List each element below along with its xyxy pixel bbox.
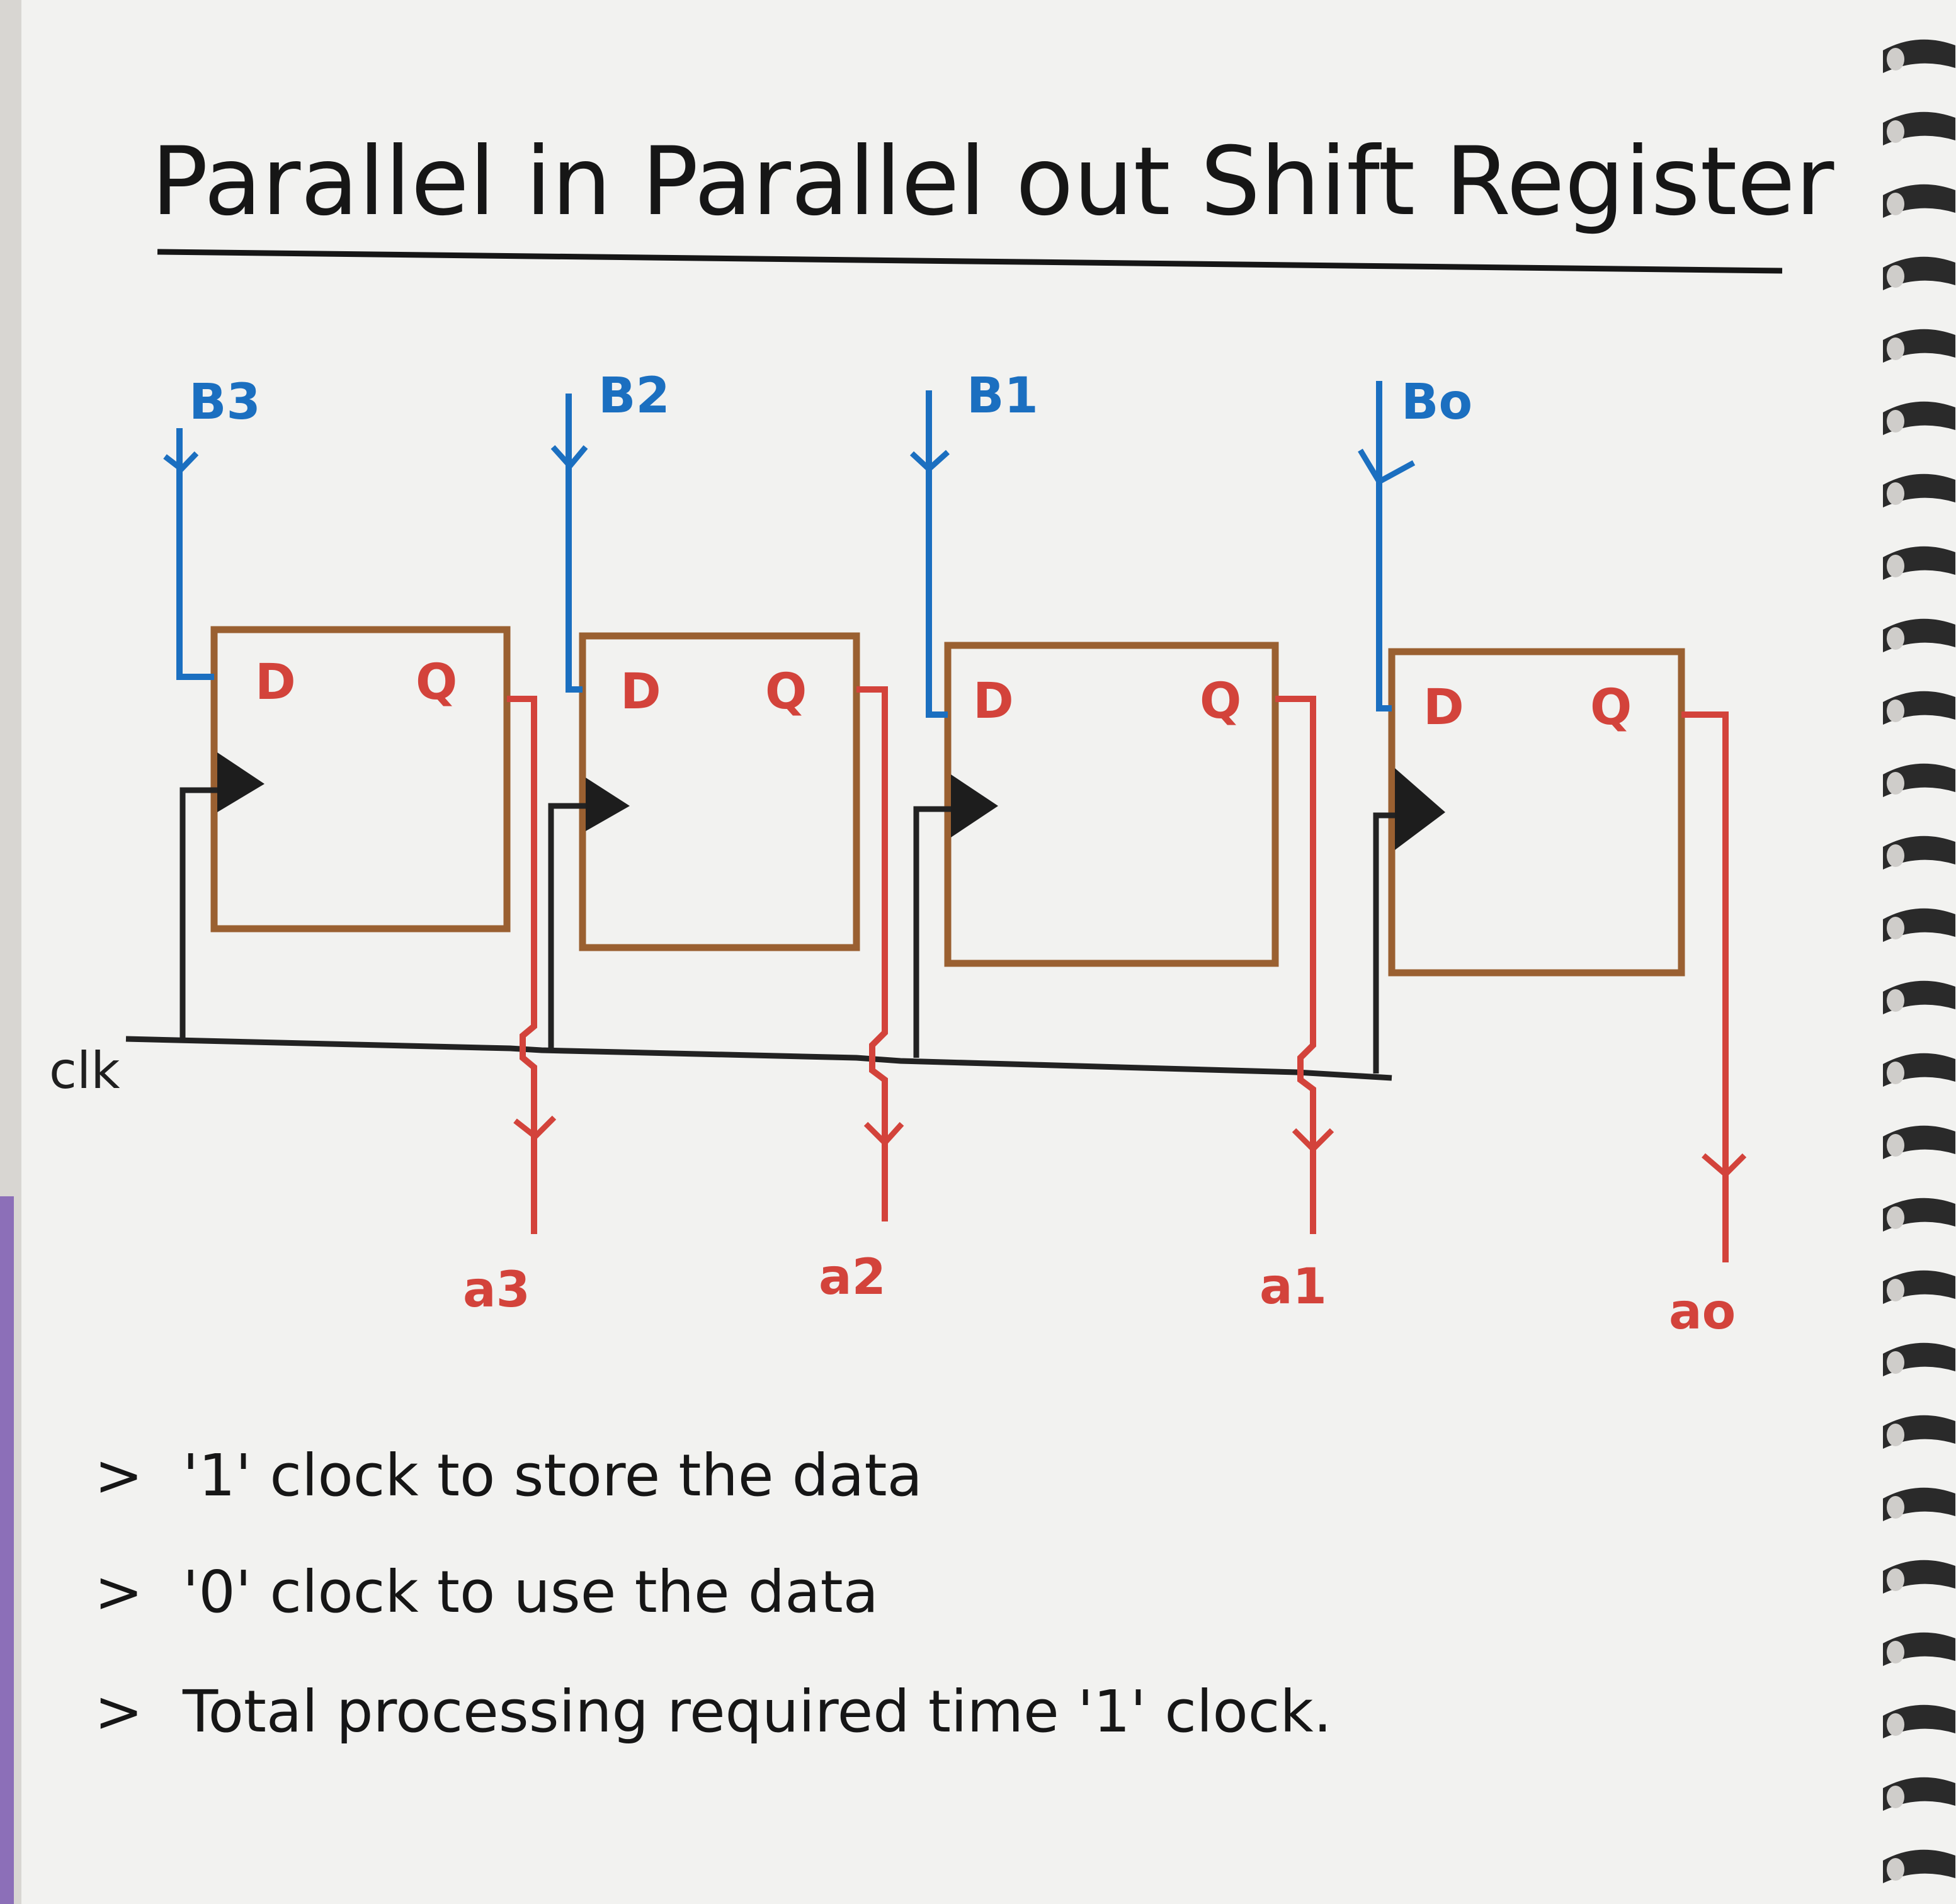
binding-hole xyxy=(1887,1279,1904,1301)
binding-hole xyxy=(1887,193,1904,215)
input-arrow xyxy=(550,445,588,470)
binding-hole xyxy=(1887,265,1904,288)
binding-hole xyxy=(1887,1496,1904,1519)
binding-hole xyxy=(1887,1351,1904,1374)
clock-triangle-icon xyxy=(1395,768,1445,850)
output-label: a1 xyxy=(1259,1259,1327,1315)
input-label: B2 xyxy=(598,368,670,424)
output-arrow xyxy=(513,1115,557,1140)
binding-hole xyxy=(1887,120,1904,143)
flip-flop-stage-0: Bo D Q ao xyxy=(1358,374,1747,1340)
binding-hole xyxy=(1887,700,1904,722)
input-wire-bo xyxy=(1376,381,1392,711)
note-item: Total processing required time '1' clock… xyxy=(182,1678,1332,1745)
clock-feed-wire xyxy=(1373,812,1395,1074)
input-arrow xyxy=(909,450,950,473)
binding-hole xyxy=(1887,627,1904,650)
binding-hole xyxy=(1887,410,1904,433)
binding-hole xyxy=(1887,337,1904,360)
binding-hole xyxy=(1887,989,1904,1012)
binding-hole xyxy=(1887,1134,1904,1157)
binding-hole xyxy=(1887,772,1904,795)
flip-flop-box xyxy=(579,632,860,951)
binding-hole xyxy=(1887,1062,1904,1084)
note-marker: > xyxy=(94,1442,143,1509)
output-wire-a2 xyxy=(856,686,888,1221)
binding-hole xyxy=(1887,1786,1904,1808)
page-edge-cover xyxy=(0,1196,14,1904)
pin-d-label: D xyxy=(1423,679,1464,736)
output-arrow xyxy=(863,1121,904,1147)
output-label: ao xyxy=(1669,1284,1736,1340)
input-wire-b2 xyxy=(566,394,583,693)
flip-flop-stage-3: B3 D Q a3 xyxy=(163,374,557,1318)
binding-hole xyxy=(1887,1713,1904,1736)
note-marker: > xyxy=(94,1558,143,1626)
pin-q-label: Q xyxy=(1200,673,1241,730)
input-label: Bo xyxy=(1401,374,1472,431)
clock-feed-wire xyxy=(179,787,217,1039)
note-marker: > xyxy=(94,1678,143,1745)
title-underline xyxy=(157,249,1783,274)
binding-hole xyxy=(1887,482,1904,505)
pin-q-label: Q xyxy=(416,654,457,711)
pin-d-label: D xyxy=(973,673,1014,730)
note-item: '0' clock to use the data xyxy=(183,1558,878,1626)
pin-q-label: Q xyxy=(1590,679,1632,736)
binding-hole xyxy=(1887,1206,1904,1229)
output-wire-ao xyxy=(1681,711,1729,1262)
output-wire-a3 xyxy=(507,696,537,1234)
binding-hole xyxy=(1887,1858,1904,1881)
clock-label: clk xyxy=(49,1041,120,1100)
binding-hole xyxy=(1887,555,1904,577)
binding-hole xyxy=(1887,1424,1904,1446)
input-arrow xyxy=(1358,448,1416,486)
output-wire-a1 xyxy=(1275,696,1316,1234)
notes-list: > '1' clock to store the data > '0' cloc… xyxy=(94,1442,1332,1745)
flip-flop-box xyxy=(210,626,511,932)
flip-flop-box xyxy=(1388,648,1685,977)
output-label: a2 xyxy=(819,1249,886,1306)
binding-hole xyxy=(1887,1641,1904,1663)
clock-triangle-icon xyxy=(951,774,998,837)
binding-hole xyxy=(1887,48,1904,71)
input-wire-b3 xyxy=(176,428,214,680)
pin-q-label: Q xyxy=(765,664,807,720)
binding-hole xyxy=(1887,917,1904,939)
output-arrow xyxy=(1292,1128,1334,1153)
pin-d-label: D xyxy=(255,654,296,711)
output-label: a3 xyxy=(463,1262,530,1318)
clock-feed-wire xyxy=(548,803,586,1048)
clock-triangle-icon xyxy=(586,778,630,831)
note-item: '1' clock to store the data xyxy=(183,1442,923,1509)
spiral-binding xyxy=(1883,39,1955,1883)
input-label: B1 xyxy=(967,368,1038,424)
clock-feed-wire xyxy=(913,806,951,1058)
binding-hole xyxy=(1887,1568,1904,1591)
input-label: B3 xyxy=(189,374,261,431)
pin-d-label: D xyxy=(620,664,661,720)
page-title: Parallel in Parallel out Shift Register xyxy=(151,127,1834,237)
output-arrow xyxy=(1702,1153,1747,1179)
input-wire-b1 xyxy=(926,390,948,718)
clock-triangle-icon xyxy=(217,752,264,812)
flip-flop-stage-1: B1 D Q a1 xyxy=(909,368,1334,1315)
input-arrow xyxy=(163,451,199,473)
flip-flop-stage-2: B2 D Q a2 xyxy=(548,368,904,1306)
binding-hole xyxy=(1887,844,1904,867)
flip-flop-box xyxy=(944,642,1279,967)
